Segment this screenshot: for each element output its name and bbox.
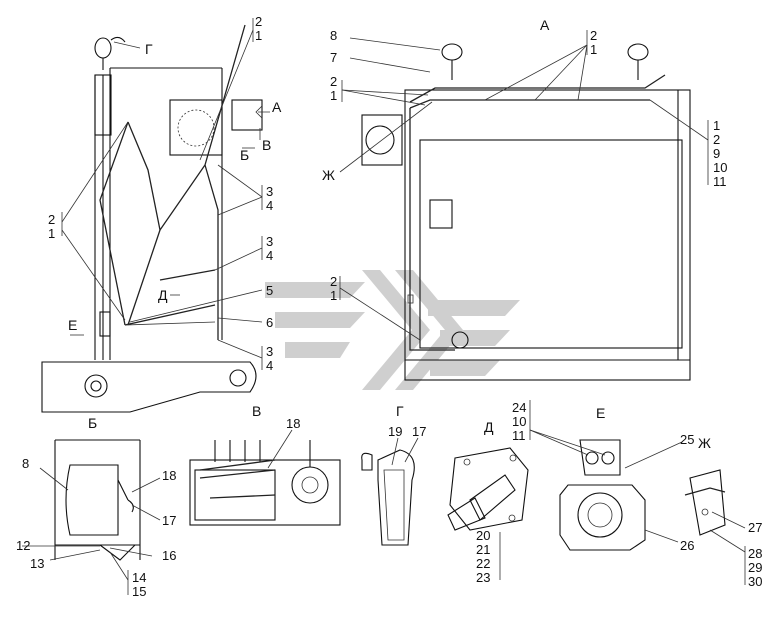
- detail-v-title: В: [252, 403, 261, 419]
- view-label-b-ref: Б: [240, 147, 249, 163]
- callout-1-right: 1: [330, 88, 337, 103]
- callout-stack-2: 2: [713, 132, 720, 147]
- right-leaders: [339, 30, 709, 341]
- callout-1-top: 1: [255, 28, 262, 43]
- detail-v: [189, 440, 341, 526]
- callout-zh-27: 27: [748, 520, 762, 535]
- callout-3c: 3: [266, 344, 273, 359]
- callout-7-right: 7: [330, 50, 337, 65]
- callout-3a: 3: [266, 184, 273, 199]
- callout-d-20: 20: [476, 528, 490, 543]
- callout-5: 5: [266, 283, 273, 298]
- callout-zh-28: 28: [748, 546, 762, 561]
- callout-g-17: 17: [412, 424, 426, 439]
- callout-2-mid: 2: [48, 212, 55, 227]
- callout-b-8: 8: [22, 456, 29, 471]
- callout-e-25: 25: [680, 432, 694, 447]
- callout-b-14: 14: [132, 570, 146, 585]
- callout-2-top-right: 2: [590, 28, 597, 43]
- view-label-v-ref: В: [262, 137, 271, 153]
- side-frame-view: [41, 24, 263, 413]
- detail-zh-title: Ж: [698, 435, 711, 451]
- callout-4a: 4: [266, 198, 273, 213]
- detail-b-title: Б: [88, 415, 97, 431]
- callout-1-top-right: 1: [590, 42, 597, 57]
- callout-3b: 3: [266, 234, 273, 249]
- callout-zh-30: 30: [748, 574, 762, 589]
- detail-e-leaders: [529, 400, 683, 543]
- detail-v-leader: [267, 429, 293, 469]
- callout-e-26: 26: [680, 538, 694, 553]
- detail-d: [447, 447, 529, 531]
- detail-e-title: Е: [596, 405, 605, 421]
- view-label-d-ref: Д: [158, 287, 168, 303]
- callout-zh-29: 29: [748, 560, 762, 575]
- callout-b-15: 15: [132, 584, 146, 599]
- callout-stack-1: 1: [713, 118, 720, 133]
- view-label-e-ref: Е: [68, 317, 77, 333]
- callout-b-18: 18: [162, 468, 176, 483]
- callout-stack-10: 10: [713, 160, 727, 175]
- callout-b-16: 16: [162, 548, 176, 563]
- left-leaders: [61, 18, 270, 370]
- callout-e-24: 24: [512, 400, 526, 415]
- callout-stack-9: 9: [713, 146, 720, 161]
- callout-2-right: 2: [330, 74, 337, 89]
- callout-1-mid: 1: [48, 226, 55, 241]
- detail-g-leaders: [391, 437, 419, 466]
- callout-d-22: 22: [476, 556, 490, 571]
- watermark-logo: [265, 270, 520, 390]
- view-a-title: А: [540, 17, 550, 33]
- detail-e: [559, 439, 646, 551]
- detail-zh: [684, 469, 726, 536]
- callout-stack-11: 11: [713, 174, 727, 189]
- view-label-a-ref: А: [272, 99, 282, 115]
- detail-zh-leaders: [709, 511, 746, 585]
- callout-2-mid-right: 2: [330, 274, 337, 289]
- callout-b-13: 13: [30, 556, 44, 571]
- callout-b-12: 12: [16, 538, 30, 553]
- callout-v-18: 18: [286, 416, 300, 431]
- detail-d-title: Д: [484, 419, 494, 435]
- view-label-g-ref: Г: [145, 41, 153, 57]
- callout-d-21: 21: [476, 542, 490, 557]
- detail-g-title: Г: [396, 403, 404, 419]
- callout-6: 6: [266, 315, 273, 330]
- detail-g: [361, 449, 415, 546]
- callout-g-19: 19: [388, 424, 402, 439]
- detail-b-leaders: [22, 467, 161, 595]
- callout-1-mid-right: 1: [330, 288, 337, 303]
- callout-b-17: 17: [162, 513, 176, 528]
- callout-e-10: 10: [512, 414, 526, 429]
- callout-d-23: 23: [476, 570, 490, 585]
- callout-4b: 4: [266, 248, 273, 263]
- callout-2-top: 2: [255, 14, 262, 29]
- callout-e-11: 11: [512, 428, 526, 443]
- view-label-zh-ref: Ж: [322, 167, 335, 183]
- detail-b: [54, 439, 141, 561]
- front-view: [361, 43, 691, 381]
- callout-8-right: 8: [330, 28, 337, 43]
- callout-4c: 4: [266, 358, 273, 373]
